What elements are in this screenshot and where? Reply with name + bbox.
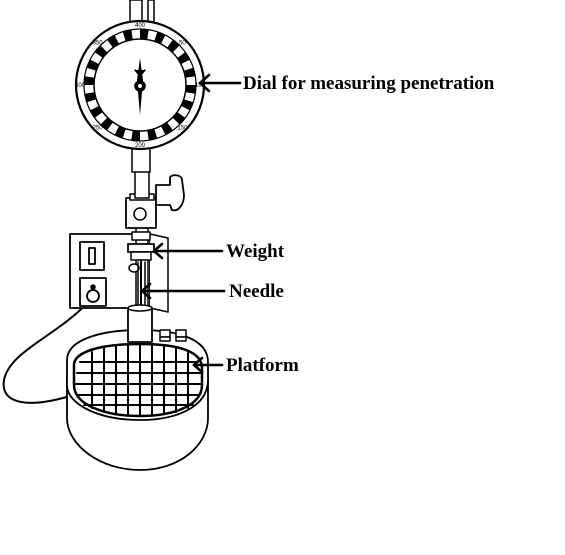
dial-tick	[177, 52, 190, 65]
dial-arrow	[198, 73, 242, 93]
weight-assembly	[127, 243, 155, 343]
dial-scale-numbers: 400 50 100 150 200 250 300 350	[75, 23, 206, 149]
dial-tick	[114, 125, 126, 139]
dial-tick	[147, 128, 158, 141]
needle-label: Needle	[229, 281, 284, 302]
dial-tick	[167, 39, 180, 53]
weight-arrow	[152, 242, 224, 260]
clamp-block	[125, 169, 185, 241]
top-spindle	[129, 0, 155, 23]
dial-tick	[183, 67, 196, 78]
base-platform	[66, 329, 209, 471]
dial-scale-number: 50	[179, 41, 186, 47]
dial-tick	[185, 85, 196, 94]
dial-tick	[180, 99, 194, 111]
dial-tick	[94, 45, 108, 58]
dial-tick	[100, 117, 113, 131]
dial-tick	[131, 130, 140, 141]
needle-arrow	[140, 282, 226, 300]
dial-scale-number: 150	[177, 125, 188, 131]
sample-grid	[75, 343, 202, 417]
dial-tick	[160, 122, 173, 135]
dial-tick	[122, 29, 133, 42]
weight-label: Weight	[226, 241, 285, 262]
dial-tick	[84, 92, 97, 103]
dial-tick	[107, 35, 120, 48]
dial-tick	[140, 29, 149, 40]
dial-tick	[86, 59, 100, 71]
dial-tick	[90, 105, 103, 118]
dial-scale-number: 250	[93, 125, 104, 131]
platform-label: Platform	[226, 355, 299, 376]
dial-label: Dial for measuring penetration	[243, 73, 495, 94]
dial-scale-number: 100	[195, 83, 206, 89]
dial-scale-number: 200	[135, 143, 146, 149]
dial-tick	[172, 112, 186, 125]
dial-scale-number: 300	[75, 83, 86, 89]
power-cable	[2, 297, 93, 404]
dial-tick	[154, 31, 166, 45]
platform-arrow	[192, 356, 224, 374]
callout-arrows	[140, 73, 242, 374]
dial-gauge: 400 50 100 150 200 250 300 350	[74, 19, 206, 151]
dial-scale-number: 350	[93, 41, 104, 47]
dial-tick	[84, 76, 95, 85]
dial-scale-number: 400	[135, 23, 146, 29]
dial-tick-ring	[84, 29, 196, 141]
